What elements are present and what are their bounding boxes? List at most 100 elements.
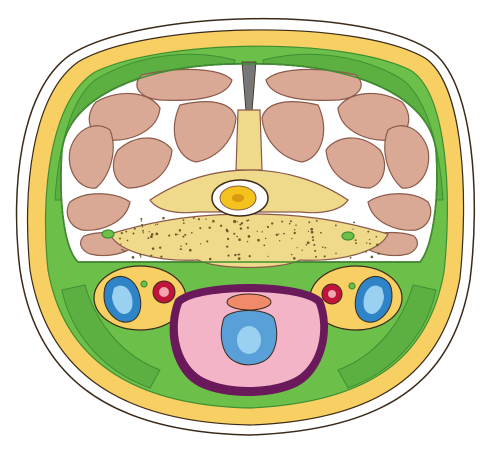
visceral-compartment: [169, 284, 328, 396]
bone-speckle: [179, 248, 182, 250]
bone-speckle: [236, 235, 239, 238]
bone-speckle: [185, 242, 188, 245]
bone-speckle: [206, 240, 209, 243]
bone-speckle: [353, 221, 356, 224]
bone-speckle: [277, 233, 280, 235]
bone-speckle: [141, 226, 144, 228]
sternocleidomastoid-right: [337, 284, 437, 389]
bone-speckle: [335, 224, 337, 227]
bone-speckle: [140, 220, 143, 222]
node-right: [341, 231, 355, 241]
muscle-levator-right: [384, 125, 430, 189]
bone-speckle: [133, 227, 136, 230]
carotid-artery-left-lumen: [159, 287, 169, 297]
bone-speckle: [246, 219, 248, 222]
bone-speckle: [226, 245, 229, 248]
bone-speckle: [264, 237, 267, 240]
carotid-artery-right-lumen: [328, 290, 336, 298]
bone-speckle: [237, 257, 241, 260]
bone-speckle: [212, 219, 215, 223]
muscle-splenius-right: [265, 68, 362, 101]
muscle-multifidus-left: [112, 137, 173, 189]
bone-speckle: [154, 224, 157, 226]
bone-speckle: [293, 229, 296, 231]
bone-speckle: [301, 249, 303, 251]
bone-speckle: [142, 232, 144, 234]
bone-speckle: [227, 254, 230, 257]
bone-speckle: [178, 229, 182, 232]
bone-speckle: [315, 219, 318, 222]
bone-speckle: [142, 229, 144, 232]
bone-speckle: [313, 243, 316, 246]
bone-speckle: [182, 235, 185, 238]
internal-jugular-vein-left-lumen: [112, 285, 133, 314]
muscle-semispinalis-right: [261, 101, 325, 163]
bone-speckle: [271, 222, 274, 225]
bone-speckle: [205, 218, 207, 220]
bone-speckle: [150, 254, 153, 257]
bone-speckle: [310, 230, 314, 234]
bone-speckle: [162, 216, 165, 220]
node-left: [101, 229, 115, 239]
muscle-splenius-left: [136, 68, 233, 101]
bone-speckle: [151, 247, 155, 250]
bone-speckle: [174, 233, 178, 236]
bone-speckle: [168, 234, 171, 237]
bone-speckle: [131, 256, 135, 259]
bone-speckle: [184, 233, 187, 236]
bone-speckle: [314, 249, 317, 252]
bone-speckle: [355, 242, 357, 245]
vagus-nerve-left: [140, 280, 148, 288]
bone-speckle: [132, 232, 135, 235]
bone-speckle: [247, 219, 250, 222]
bone-speckle: [246, 226, 249, 229]
bone-speckle: [140, 217, 143, 220]
bone-speckle: [290, 253, 293, 256]
bone-speckle: [246, 240, 249, 243]
bone-speckle: [239, 253, 241, 256]
bone-speckle: [308, 221, 311, 224]
bone-speckle: [189, 248, 192, 252]
bone-speckle: [240, 222, 244, 225]
bone-speckle: [147, 237, 150, 240]
vagus-nerve-right: [348, 282, 356, 290]
internal-jugular-vein-right-lumen: [363, 285, 384, 314]
bone-speckle: [293, 231, 296, 235]
bone-speckle: [267, 255, 269, 258]
bone-speckle: [219, 224, 223, 227]
bone-speckle: [377, 252, 380, 255]
bone-speckle: [248, 235, 251, 238]
bone-speckle: [182, 222, 185, 224]
bone-speckle: [324, 246, 327, 249]
bone-speckle: [234, 253, 237, 257]
bone-speckle: [125, 230, 128, 233]
bone-speckle: [354, 239, 357, 242]
carotid-sheath-left: [93, 265, 187, 331]
bone-speckle: [312, 239, 315, 242]
bone-speckle: [226, 237, 230, 241]
bone-speckle: [369, 242, 371, 245]
bone-speckle: [126, 239, 129, 242]
bone-speckle: [199, 243, 202, 245]
bone-speckle: [311, 236, 314, 239]
bone-speckle: [233, 232, 236, 235]
bone-speckle: [365, 250, 367, 253]
bone-speckle: [160, 255, 163, 258]
bone-speckle: [197, 218, 201, 221]
bone-speckle: [177, 233, 179, 236]
muscle-scalene-right: [367, 193, 432, 231]
bone-speckle: [296, 247, 298, 249]
bone-speckle: [159, 246, 162, 249]
bone-speckle: [352, 228, 354, 230]
bone-speckle: [376, 244, 379, 247]
bone-speckle: [150, 235, 153, 239]
bone-speckle: [288, 222, 291, 225]
bone-speckle: [279, 240, 281, 242]
esophagus: [226, 293, 272, 311]
bone-speckle: [208, 226, 211, 229]
bone-speckle: [248, 254, 251, 258]
bone-speckle: [266, 225, 270, 229]
bone-speckle: [349, 256, 352, 259]
bone-speckle: [233, 219, 236, 223]
